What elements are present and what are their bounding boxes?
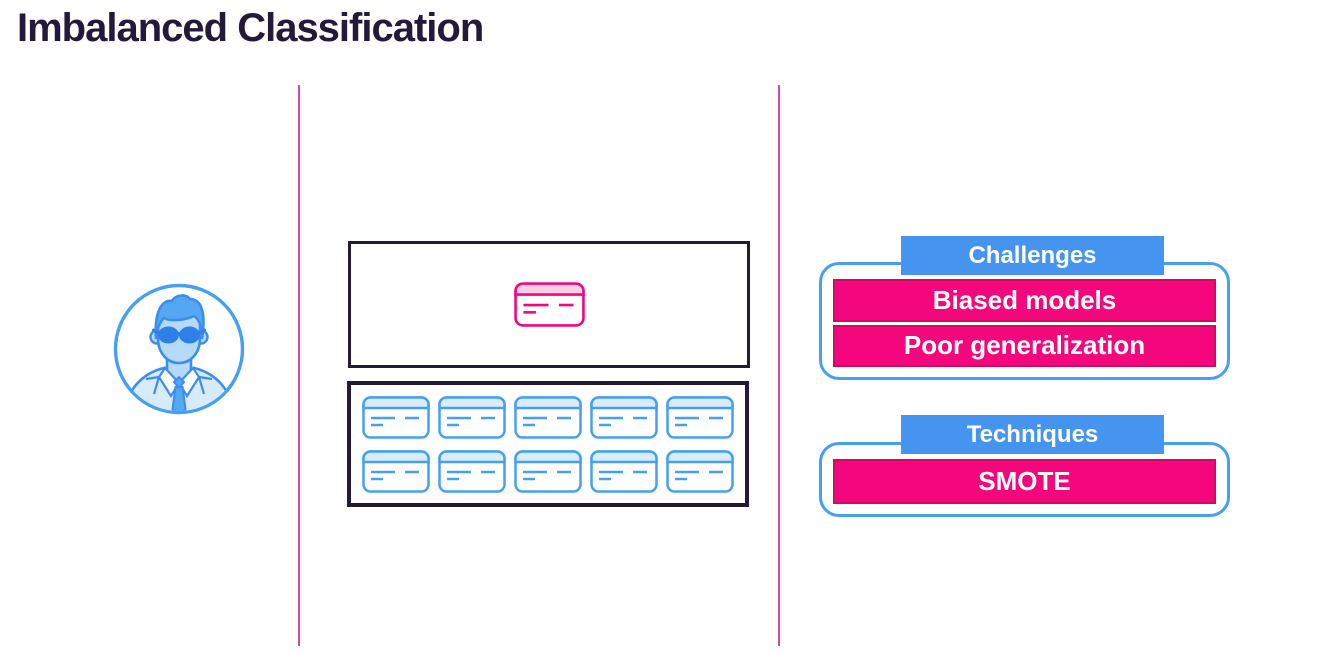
credit-card-icon [513,282,585,327]
technique-item: SMOTE [833,459,1216,504]
challenge-item: Poor generalization [833,324,1216,367]
analyst-with-sunglasses-icon [113,283,245,415]
minority-class-box [348,241,750,368]
credit-card-icon [666,395,734,439]
challenge-item-label: Biased models [932,284,1117,315]
analyst-avatar [112,282,248,418]
challenges-tab: Challenges [901,236,1164,275]
challenge-item-label: Poor generalization [903,330,1146,361]
technique-item-label: SMOTE [978,466,1071,496]
sunglasses-icon [152,326,206,344]
divider-line-left [298,85,300,646]
techniques-tab-label: Techniques [966,420,1099,448]
majority-class-box [347,381,749,507]
credit-card-icon [514,449,582,493]
credit-card-icon [514,395,582,439]
credit-card-icon [666,449,734,493]
challenges-container: Biased models Poor generalization [819,262,1230,380]
credit-card-icon [362,395,430,439]
challenges-tab-label: Challenges [968,241,1097,269]
credit-card-icon [590,395,658,439]
challenge-item: Biased models [833,279,1216,322]
page-title: Imbalanced Classification [17,6,484,50]
credit-card-icon [590,449,658,493]
credit-card-icon [438,449,506,493]
techniques-tab: Techniques [901,415,1164,454]
credit-card-icon [438,395,506,439]
credit-card-icon [362,449,430,493]
techniques-container: SMOTE [819,442,1230,517]
divider-line-right [778,85,780,646]
